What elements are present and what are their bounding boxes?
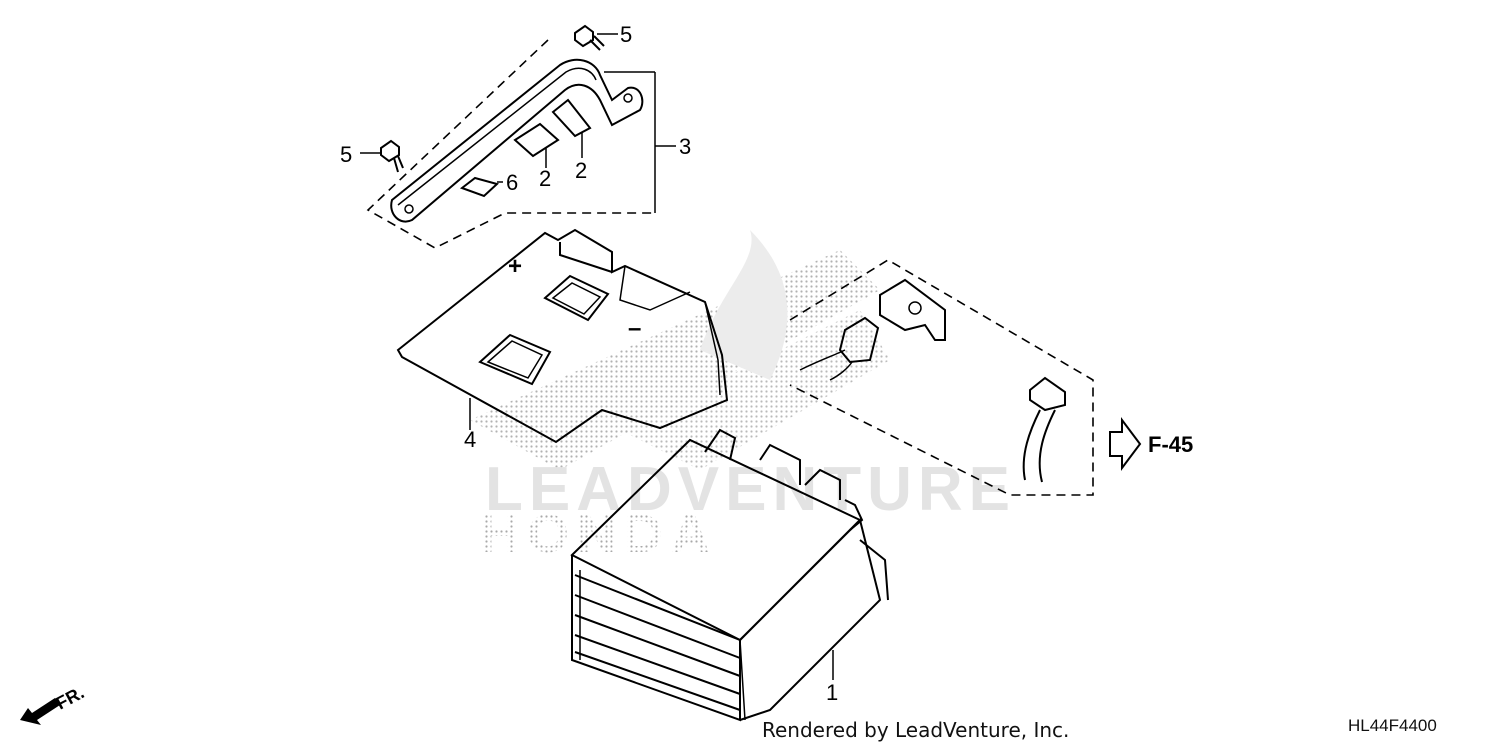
callout-pad-right: 2 <box>575 158 587 183</box>
battery-cover: + – <box>396 228 729 444</box>
watermark-brand: HONDA <box>480 504 718 564</box>
callout-stay: 3 <box>679 134 691 159</box>
front-indicator-label: FR. <box>52 682 87 713</box>
render-credit: Rendered by LeadVenture, Inc. <box>762 718 1070 742</box>
diagram-code: HL44F4400 <box>1348 716 1437 735</box>
callout-bolt-left: 5 <box>340 142 352 167</box>
battery-cable-group <box>789 259 1094 496</box>
callout-bolt-top: 5 <box>620 22 632 47</box>
front-indicator: FR. <box>20 682 87 725</box>
battery <box>570 428 889 722</box>
terminal-minus-mark: – <box>628 315 641 342</box>
callout-battery: 1 <box>826 680 838 705</box>
callout-pad-left: 2 <box>539 166 551 191</box>
watermark: LEADVENTURE HONDA <box>470 230 1010 564</box>
terminal-plus-mark: + <box>508 253 522 280</box>
bolt-left <box>360 139 404 173</box>
callout-cover: 4 <box>464 427 476 452</box>
bolt-top <box>574 24 618 51</box>
callout-pad-small: 6 <box>506 170 518 195</box>
battery-stay-group <box>366 39 676 249</box>
section-reference-label: F-45 <box>1148 432 1193 457</box>
section-reference: F-45 <box>1109 417 1193 471</box>
